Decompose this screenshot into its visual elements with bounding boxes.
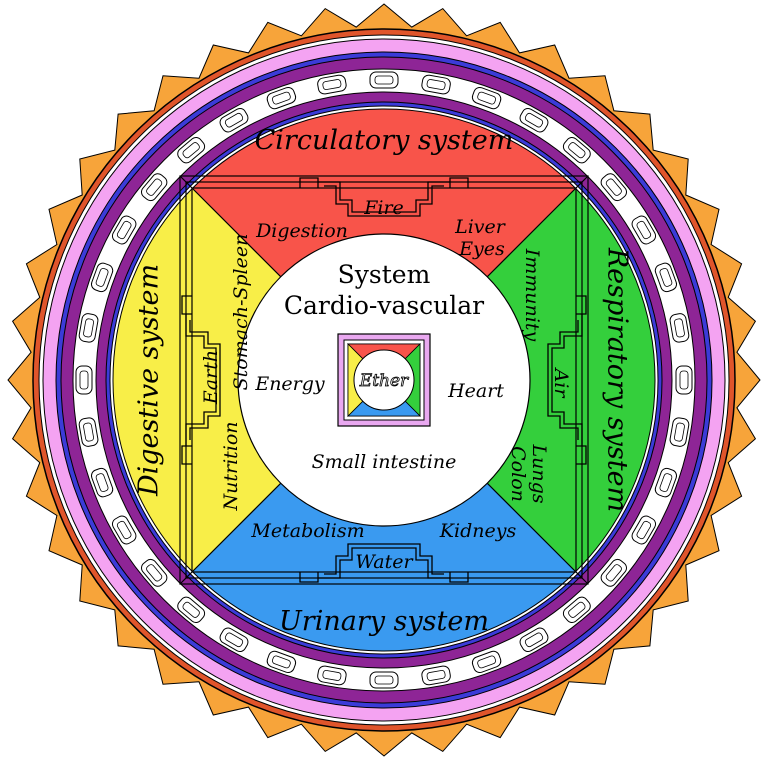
respiratory-system-label: Respiratory system	[602, 247, 633, 512]
vajra-ornament	[177, 137, 206, 164]
vajra-ornament	[141, 173, 168, 202]
vajra-ornament	[266, 650, 297, 674]
element-fire-label: Fire	[363, 197, 404, 219]
vajra-ornament	[562, 137, 591, 164]
energy-label: Energy	[254, 373, 325, 395]
vajra-ornament	[669, 417, 690, 447]
gate-right	[547, 295, 587, 465]
element-air-label: Air	[550, 367, 572, 400]
vajra-ornament	[111, 515, 137, 545]
vajra-ornament	[600, 173, 627, 202]
vajra-ornament	[421, 665, 451, 686]
small-intestine-label: Small intestine	[312, 451, 457, 473]
element-earth-label: Earth	[200, 350, 222, 405]
vajra-ornament	[471, 86, 502, 110]
vajra-ornament	[177, 596, 206, 623]
colon-label: Colon	[507, 446, 529, 502]
vajra-ornament	[111, 215, 137, 245]
vajra-ornament	[654, 467, 678, 498]
gate-bottom	[299, 543, 469, 583]
vajra-ornament	[219, 627, 249, 653]
vajra-ornaments	[75, 71, 693, 689]
vajra-ornament	[369, 671, 399, 689]
digestive-system-label: Digestive system	[134, 264, 165, 497]
vajra-ornament	[78, 417, 99, 447]
vajra-ornament	[675, 365, 693, 395]
vajra-ornament	[266, 86, 297, 110]
vajra-ornament	[90, 467, 114, 498]
nutrition-label: Nutrition	[220, 421, 242, 511]
vajra-ornament	[317, 665, 347, 686]
circulatory-system-label: Circulatory system	[255, 125, 514, 156]
stomach-spleen-label: Stomach-Spleen	[230, 234, 252, 391]
vajra-ornament	[369, 71, 399, 89]
vajra-ornament	[421, 74, 451, 95]
vajra-ornament	[631, 215, 657, 245]
vajra-ornament	[75, 365, 93, 395]
vajra-ornament	[519, 107, 549, 133]
vajra-ornament	[669, 313, 690, 343]
metabolism-label: Metabolism	[250, 520, 364, 542]
digestion-label: Digestion	[255, 220, 348, 242]
eyes-label: Eyes	[458, 238, 505, 260]
center-system-label: System	[338, 260, 431, 289]
vajra-ornament	[219, 107, 249, 133]
kidneys-label: Kidneys	[439, 520, 517, 542]
vajra-ornament	[562, 596, 591, 623]
palace-walls	[179, 175, 589, 585]
vajra-ornament	[90, 262, 114, 293]
element-water-label: Water	[355, 551, 414, 573]
vajra-ornament	[654, 262, 678, 293]
immunity-label: Immunity	[521, 248, 543, 342]
urinary-system-label: Urinary system	[279, 606, 489, 637]
element-ether-label: Ether	[359, 371, 409, 391]
liver-label: Liver	[454, 216, 507, 238]
vajra-ornament	[519, 627, 549, 653]
gate-top	[299, 177, 469, 217]
vajra-ornament	[317, 74, 347, 95]
heart-label: Heart	[447, 380, 504, 402]
vajra-ornament	[600, 558, 627, 587]
center-cardio-vascular-label: Cardio-vascular	[284, 291, 484, 320]
vajra-ornament	[141, 558, 168, 587]
vajra-ornament	[631, 515, 657, 545]
ether-square	[337, 333, 431, 427]
gate-left	[181, 295, 221, 465]
vajra-ornament	[471, 650, 502, 674]
lungs-label: Lungs	[528, 443, 550, 503]
vajra-ornament	[78, 313, 99, 343]
